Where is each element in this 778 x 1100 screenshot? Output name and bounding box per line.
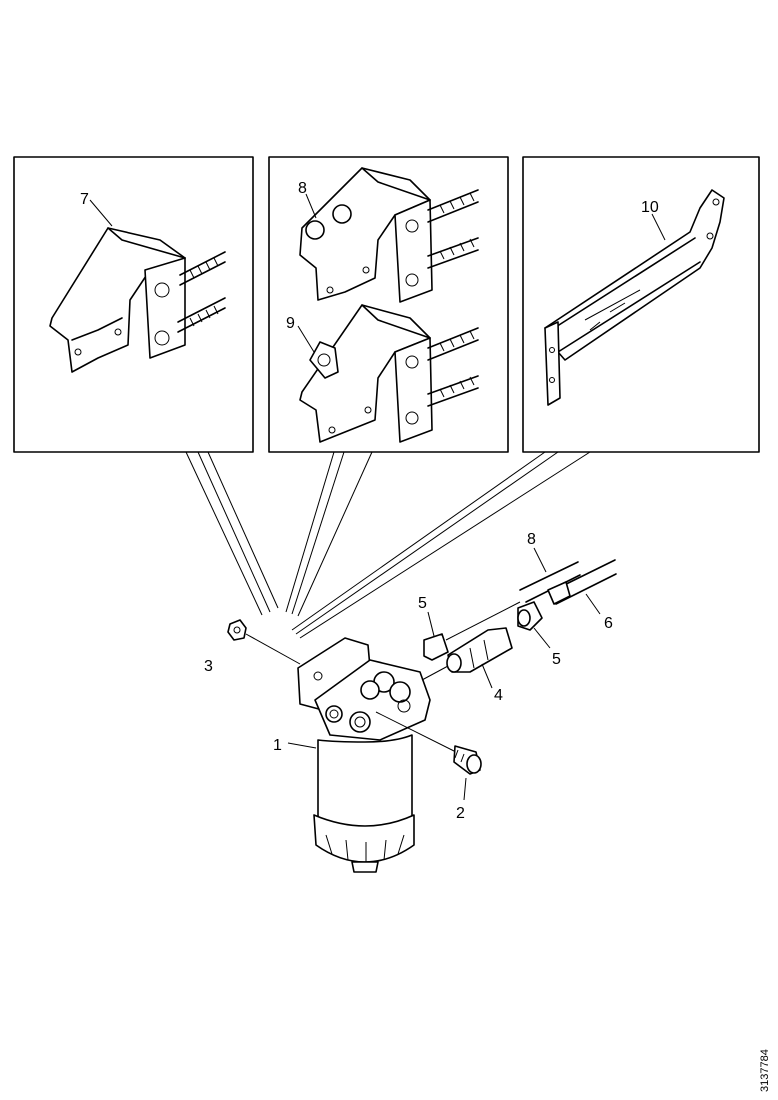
callout-8: 8 <box>298 180 307 197</box>
inset-panel-brackets-8-9 <box>268 156 509 453</box>
leader-lines <box>185 451 591 639</box>
callout-4: 4 <box>494 687 503 704</box>
callout-8-pipe: 8 <box>527 531 536 548</box>
inset-panel-rail-10 <box>522 156 760 453</box>
callout-6a: 6 <box>604 615 613 632</box>
callout-7: 7 <box>80 191 89 208</box>
callout-5a: 5 <box>418 595 427 612</box>
drawing-reference-code: 3137784 <box>759 1049 771 1092</box>
callout-5b: 5 <box>552 651 561 668</box>
inset-panel-bracket-7 <box>13 156 254 453</box>
callout-3: 3 <box>204 658 213 675</box>
fuel-filter-assembly <box>287 637 431 873</box>
union-4 <box>421 627 513 689</box>
fuel-pipe-6 <box>519 547 617 615</box>
callout-10: 10 <box>641 199 659 216</box>
nut-3 <box>227 619 301 665</box>
bolt-2 <box>375 711 482 801</box>
callout-9: 9 <box>286 315 295 332</box>
callout-1: 1 <box>273 737 282 754</box>
fitting-5-left <box>423 601 521 661</box>
fitting-5-right <box>517 601 551 649</box>
callout-2: 2 <box>456 805 465 822</box>
